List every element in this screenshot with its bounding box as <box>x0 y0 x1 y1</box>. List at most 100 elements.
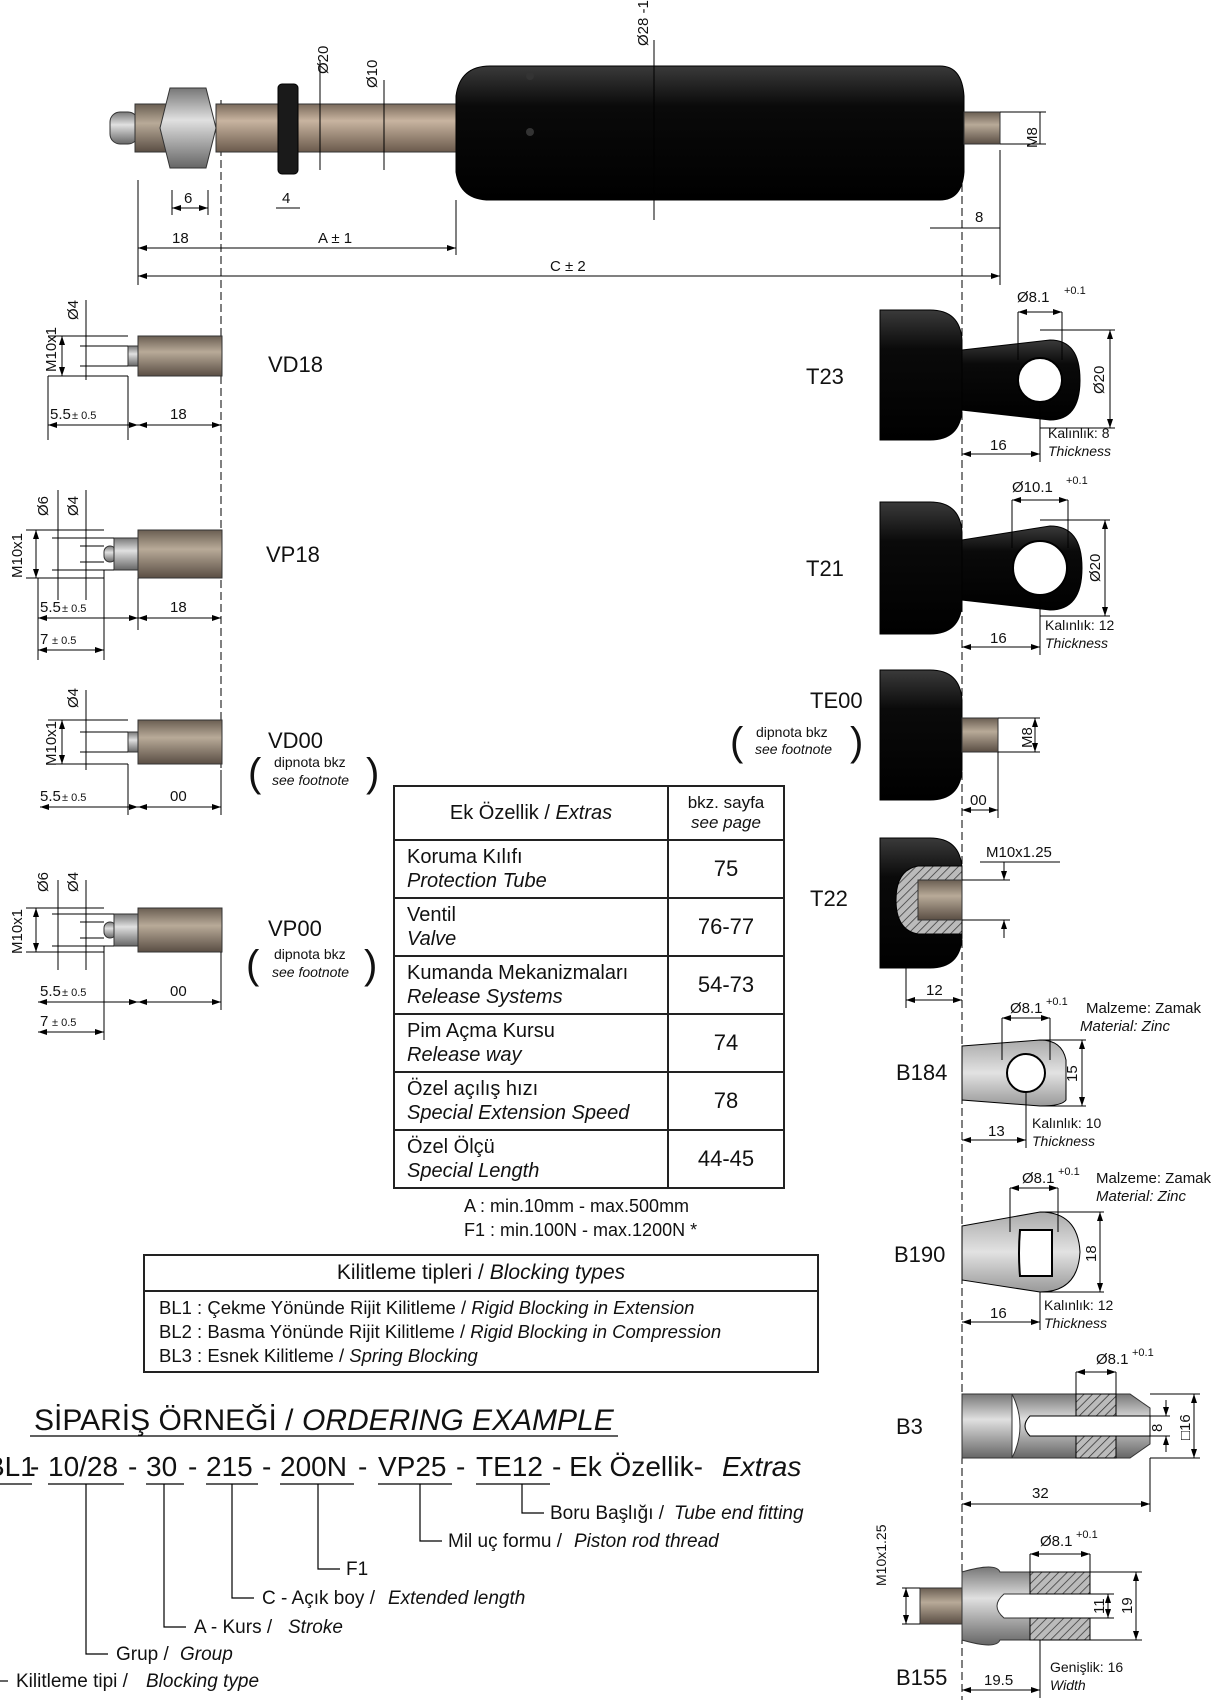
svg-text:-: - <box>128 1451 137 1482</box>
b155-hole: Ø8.1 <box>1040 1533 1073 1550</box>
extras-header: Ek Özellik / Extras <box>393 785 669 841</box>
legend-force: F1 <box>346 1559 368 1580</box>
vd18-tol: 5.5 <box>50 406 71 423</box>
vp00-tol2-sub: ± 0.5 <box>52 1017 76 1029</box>
cylinder-tube <box>455 65 965 201</box>
vd18-d1: Ø4 <box>65 300 82 320</box>
t23-hole: Ø8.1 <box>1017 289 1050 306</box>
b184-code: B184 <box>896 1060 947 1085</box>
legend-blocking-tr: Kilitleme tipi / <box>16 1671 129 1692</box>
svg-text:-: - <box>456 1451 465 1482</box>
dim-6: 6 <box>184 190 192 207</box>
vd18-len: 18 <box>170 406 187 423</box>
dim-tube-dia: Ø28 -1 <box>635 0 652 46</box>
b3-square: □16 <box>1177 1414 1194 1440</box>
t21-hole: Ø10.1 <box>1012 479 1053 496</box>
limit-a: A : min.10mm - max.500mm <box>464 1196 689 1216</box>
t21-dia: Ø20 <box>1087 554 1104 582</box>
dim-c: C ± 2 <box>550 258 586 275</box>
vd00-tol-sub: ± 0.5 <box>62 792 86 804</box>
t21-code: T21 <box>806 556 844 581</box>
legend-group-tr: Grup / <box>116 1644 170 1665</box>
b190-hole: Ø8.1 <box>1022 1170 1055 1187</box>
vp00-thread: M10x1 <box>9 909 26 954</box>
b184-thk-tr: Kalınlık: 10 <box>1032 1115 1101 1131</box>
t23-thk-en: Thickness <box>1048 443 1111 459</box>
dim-m8: M8 <box>1024 127 1041 148</box>
rod-tip <box>109 111 139 145</box>
vd00-note-en: see footnote <box>272 772 349 788</box>
b190-h: 18 <box>1083 1245 1100 1262</box>
piston-rod <box>215 103 457 153</box>
vp18-len: 18 <box>170 599 187 616</box>
svg-text:(: ( <box>246 943 260 987</box>
vd00-code: VD00 <box>268 728 323 753</box>
legend-stroke-tr: A - Kurs / <box>194 1617 273 1638</box>
b190-mat-tr: Malzeme: Zamak <box>1096 1170 1212 1187</box>
legend-tube-end-tr: Boru Başlığı / <box>550 1503 665 1524</box>
tube-end-b190: B190 Ø8.1 +0.1 Malzeme: Zamak Material: … <box>894 1166 1212 1331</box>
rod-end-vd18: Ø4 M10x1 5.5 ± 0.5 18 VD18 <box>43 300 323 440</box>
t23-thk-tr: Kalınlık: 8 <box>1048 425 1110 441</box>
blocking-item: BL1 : Çekme Yönünde Rijit Kilitleme / Ri… <box>159 1297 695 1318</box>
code-rod-end: VP25 <box>378 1451 447 1482</box>
vp00-len: 00 <box>170 983 187 1000</box>
t23-hole-sup: +0.1 <box>1064 285 1086 297</box>
te00-len: 00 <box>970 792 987 809</box>
code-extras-tr: - Ek Özellik- <box>552 1451 703 1482</box>
code-group: 10/28 <box>48 1451 118 1482</box>
blocking-item: BL3 : Esnek Kilitleme / Spring Blocking <box>159 1345 478 1366</box>
vp00-code: VP00 <box>268 916 322 941</box>
ordering-title-tr: SİPARİŞ ÖRNEĞİ / <box>34 1404 294 1437</box>
svg-text:): ) <box>364 943 377 987</box>
code-tube-end: TE12 <box>476 1451 543 1482</box>
vp18-tol: 5.5 <box>40 599 61 616</box>
tube-end-t22: T22 M10x1.25 12 <box>810 837 1060 1008</box>
b184-mat-tr: Malzeme: Zamak <box>1086 1000 1202 1017</box>
t21-hole-sup: +0.1 <box>1066 475 1088 487</box>
b184-thk-en: Thickness <box>1032 1133 1095 1149</box>
vp00-d0: Ø6 <box>35 872 52 892</box>
code-force: 200N <box>280 1451 347 1482</box>
b184-len: 13 <box>988 1123 1005 1140</box>
rod-end-vd00: Ø4 M10x1 5.5 ± 0.5 00 VD00 ( ) dipnota b… <box>40 688 379 815</box>
code-blocking: BL1 <box>0 1451 36 1482</box>
vp00-d1: Ø4 <box>65 872 82 892</box>
tube-end-b3: B3 Ø8.1 +0.1 8 □16 32 <box>896 1347 1200 1512</box>
b155-len: 19.5 <box>984 1672 1013 1689</box>
svg-text:-: - <box>262 1451 271 1482</box>
b190-mat-en: Material: Zinc <box>1096 1188 1187 1205</box>
vp00-note-en: see footnote <box>272 964 349 980</box>
b155-h2: 19 <box>1119 1597 1136 1614</box>
b155-code: B155 <box>896 1665 947 1690</box>
b190-len: 16 <box>990 1305 1007 1322</box>
tube-dot <box>526 72 534 80</box>
legend-length-en: Extended length <box>388 1588 525 1609</box>
tube-end-b184: B184 Ø8.1 +0.1 Malzeme: Zamak Material: … <box>896 996 1202 1149</box>
vp00-tol-sub: ± 0.5 <box>62 987 86 999</box>
vp00-tol2: 7 <box>40 1013 48 1030</box>
vd18-code: VD18 <box>268 352 323 377</box>
vp00-note-tr: dipnota bkz <box>274 946 346 962</box>
dim-a: A ± 1 <box>318 230 352 247</box>
vp18-tol-sub: ± 0.5 <box>62 603 86 615</box>
ordering-example: SİPARİŞ ÖRNEĞİ / ORDERING EXAMPLE BL1 - … <box>0 1404 804 1692</box>
vp18-code: VP18 <box>266 542 320 567</box>
blocking-item: BL2 : Basma Yönünde Rijit Kilitleme / Ri… <box>159 1321 722 1342</box>
rod-end-vp00: Ø6 Ø4 M10x1 5.5 ± 0.5 7 ± 0.5 00 VP00 ( … <box>9 872 377 1040</box>
tube-end-b155: B155 Ø8.1 +0.1 M10x1.25 11 19 19.5 Geniş… <box>873 1524 1142 1698</box>
t21-thk-tr: Kalınlık: 12 <box>1045 617 1114 633</box>
t22-code: T22 <box>810 886 848 911</box>
legend-tube-end-en: Tube end fitting <box>674 1503 804 1524</box>
vd00-note-tr: dipnota bkz <box>274 754 346 770</box>
b155-h1: 11 <box>1091 1598 1108 1614</box>
vd00-len: 00 <box>170 788 187 805</box>
vd00-d1: Ø4 <box>65 688 82 708</box>
